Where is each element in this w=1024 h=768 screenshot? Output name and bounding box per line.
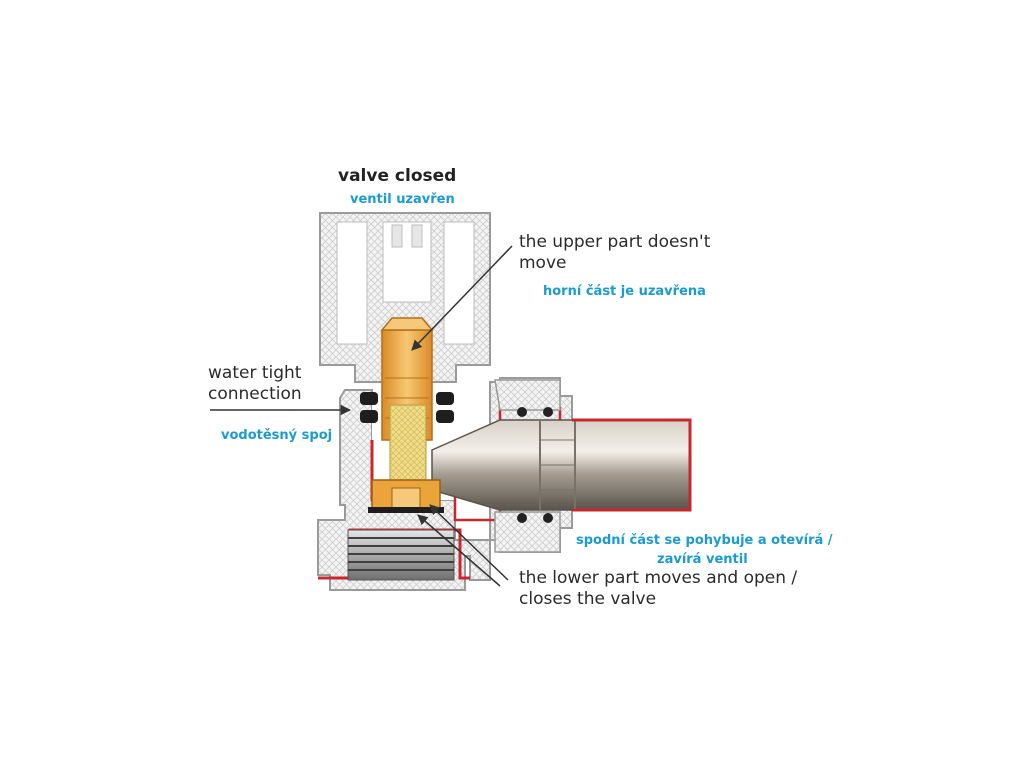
spindle [368, 404, 444, 513]
lower-label-cz-2: zavírá ventil [657, 552, 748, 567]
o-rings [360, 392, 454, 423]
lower-label-cz-1: spodní část se pohybuje a otevírá / [576, 533, 833, 548]
lower-label-en-1: the lower part moves and open / [519, 568, 798, 588]
callout-lower-1 [429, 504, 509, 581]
lower-label-en-2: closes the valve [519, 589, 657, 609]
watertight-label-en-1: water tight [208, 363, 302, 383]
watertight-label-cz: vodotěsný spoj [221, 428, 333, 443]
title-cz: ventil uzavřen [350, 192, 455, 207]
cap [319, 212, 491, 383]
callout-lines [210, 245, 513, 587]
callout-lower-2 [417, 514, 501, 587]
callout-upper [411, 245, 513, 351]
bottom-thread [347, 529, 455, 581]
outlet-coupling [431, 379, 692, 553]
title-en: valve closed [338, 166, 457, 186]
upper-label-en-1: the upper part doesn't [519, 232, 711, 252]
upper-label-cz: horní část je uzavřena [543, 284, 706, 299]
watertight-label-en-2: connection [208, 384, 302, 404]
upper-label-en-2: move [519, 253, 567, 273]
